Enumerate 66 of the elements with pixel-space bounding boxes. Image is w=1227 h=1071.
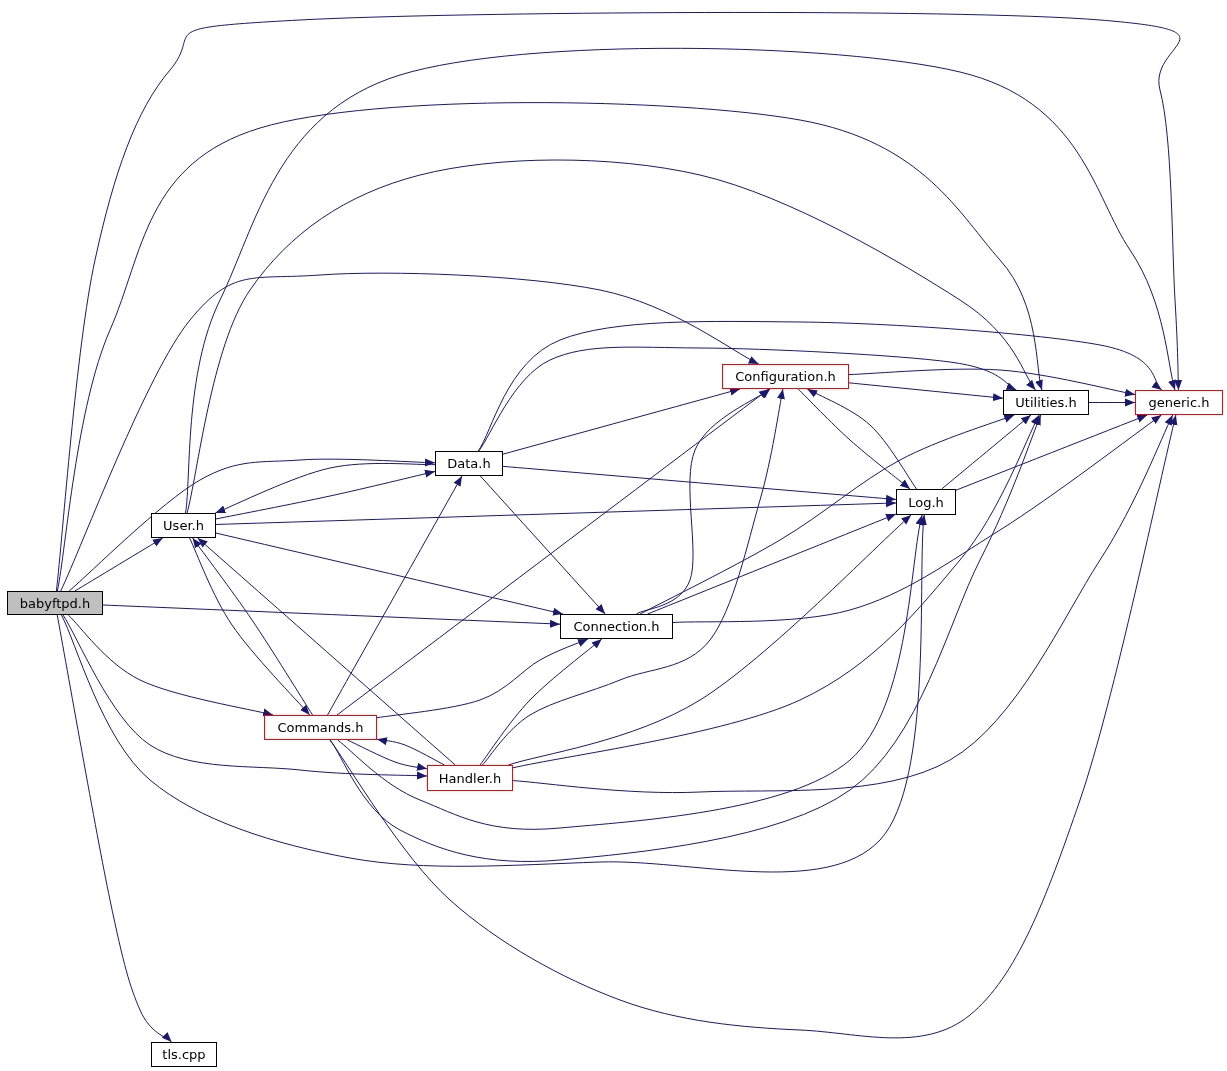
include-arrow [67, 614, 274, 717]
file-box [560, 614, 673, 639]
include-arrow [215, 532, 564, 616]
include-arrow [102, 604, 561, 628]
file-box [264, 715, 377, 740]
include-arrow [336, 388, 770, 716]
include-arrow [185, 47, 1177, 514]
file-box [896, 489, 956, 515]
file-name: Data.h [447, 457, 491, 470]
include-arrow [215, 499, 897, 525]
include-arrow [197, 537, 456, 766]
include-arrow [502, 465, 897, 503]
include-arrow [639, 414, 1015, 615]
file-name: Configuration.h [735, 370, 836, 383]
include-arrow [56, 614, 173, 1043]
file-box [7, 591, 103, 615]
include-arrow [376, 638, 589, 719]
file-box [435, 451, 503, 476]
include-arrow [214, 462, 436, 514]
file-box [427, 765, 513, 791]
include-arrow [337, 514, 924, 830]
include-arrow [74, 537, 164, 592]
file-name: Utilities.h [1015, 396, 1077, 409]
file-box [151, 1042, 217, 1067]
include-arrow [329, 414, 1042, 862]
include-arrow [941, 414, 1032, 490]
include-arrow [68, 458, 436, 592]
file-name: Connection.h [573, 620, 660, 633]
include-arrow [848, 368, 1136, 397]
include-arrow [479, 475, 606, 615]
include-arrow [479, 638, 603, 766]
include-arrow [62, 614, 428, 780]
include-arrow [848, 382, 1004, 402]
include-arrow [512, 414, 1174, 794]
file-name: babyftpd.h [19, 596, 91, 610]
include-arrow [60, 272, 760, 592]
include-arrow [478, 346, 1017, 452]
file-name: Log.h [908, 495, 944, 509]
include-arrow [60, 514, 928, 873]
include-arrow [635, 388, 771, 615]
include-arrow [215, 469, 436, 520]
include-arrow [186, 159, 1036, 514]
file-box [151, 513, 216, 538]
file-name: tls.cpp [162, 1048, 206, 1061]
include-arrow [507, 514, 912, 766]
include-arrow [56, 102, 1044, 592]
include-arrow [55, 12, 1183, 592]
file-box [722, 364, 849, 389]
file-name: Handler.h [438, 771, 502, 785]
include-arrow [477, 320, 1163, 452]
include-arrow [502, 387, 741, 455]
file-box [1003, 390, 1089, 415]
include-arrow [481, 388, 785, 766]
include-arrow [327, 475, 463, 716]
include-arrow [512, 414, 1040, 769]
include-arrow [955, 414, 1148, 491]
file-box [1135, 390, 1223, 415]
include-arrow [1088, 398, 1136, 407]
file-name: Commands.h [277, 721, 364, 734]
include-arrow [672, 414, 1162, 623]
include-arrow [647, 513, 897, 615]
file-name: generic.h [1148, 396, 1210, 409]
include-arrow [329, 414, 1178, 1039]
include-arrow [376, 737, 445, 766]
file-name: User.h [163, 519, 204, 532]
include-arrow [347, 739, 428, 771]
